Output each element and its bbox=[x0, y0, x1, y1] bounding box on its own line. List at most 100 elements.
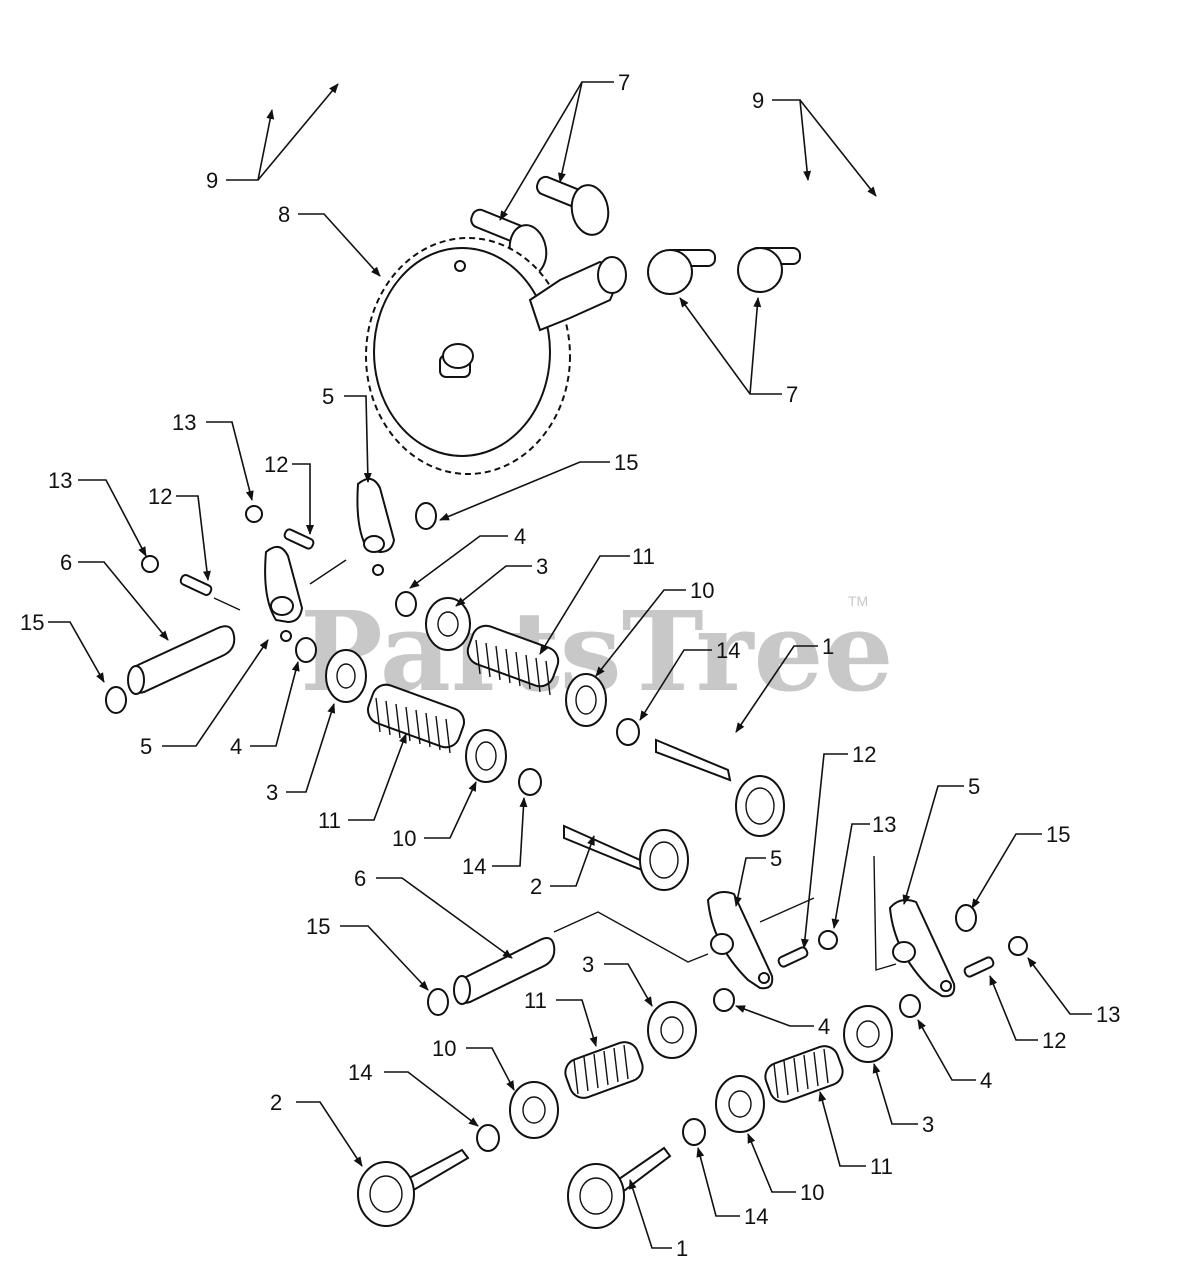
callout-label: 11 bbox=[870, 1154, 893, 1179]
callout-label: 14 bbox=[462, 854, 486, 879]
callout-14-lower-b: 14 bbox=[696, 1147, 768, 1229]
callout-10-upper-a: 10 bbox=[595, 578, 714, 677]
callout-6-lower: 6 bbox=[354, 866, 513, 959]
callout-label: 10 bbox=[432, 1036, 456, 1061]
callout-label: 15 bbox=[1046, 822, 1070, 847]
callout-2-lower: 2 bbox=[270, 1090, 363, 1167]
callout-3-upper-b: 3 bbox=[266, 703, 336, 805]
callout-11-lower-b: 11 bbox=[818, 1091, 893, 1179]
callout-label: 15 bbox=[306, 914, 330, 939]
valve-spring-upper-a bbox=[466, 624, 560, 696]
camshaft-gear bbox=[365, 237, 627, 475]
callout-label: 11 bbox=[632, 544, 655, 569]
callout-label: 12 bbox=[264, 452, 288, 477]
rocker-shaft-lower bbox=[453, 937, 556, 1005]
callout-label: 2 bbox=[270, 1090, 282, 1115]
callout-label: 4 bbox=[980, 1068, 992, 1093]
callout-label: 10 bbox=[690, 578, 714, 603]
adjust-screw-upper bbox=[179, 528, 315, 596]
callout-label: 7 bbox=[618, 70, 630, 95]
callout-10-lower-a: 10 bbox=[432, 1036, 515, 1091]
callout-13-upper-b: 13 bbox=[48, 468, 147, 557]
callout-15-upper-a: 15 bbox=[439, 450, 638, 521]
nut-upper bbox=[141, 505, 263, 573]
callout-2-upper: 2 bbox=[530, 835, 595, 899]
callout-8: 8 bbox=[278, 202, 381, 277]
callout-label: 14 bbox=[716, 638, 740, 663]
callout-label: 13 bbox=[872, 812, 896, 837]
callout-15-lower-a: 15 bbox=[971, 822, 1070, 909]
callout-13-lower-a: 13 bbox=[831, 812, 896, 929]
callout-label: 4 bbox=[818, 1014, 830, 1039]
callout-15-lower-b: 15 bbox=[306, 914, 429, 991]
valve-spring-lower-a bbox=[564, 1041, 644, 1099]
callout-4-upper-a: 4 bbox=[409, 524, 526, 589]
retaining-clip-upper bbox=[105, 502, 437, 714]
tappet-upper-pair bbox=[470, 175, 610, 276]
valve-spring-lower-b bbox=[764, 1045, 844, 1103]
callout-label: 14 bbox=[744, 1204, 768, 1229]
callout-12-upper-a: 12 bbox=[264, 452, 314, 535]
callout-label: 4 bbox=[514, 524, 526, 549]
callout-14-upper-b: 14 bbox=[462, 797, 528, 879]
callout-11-lower-a: 11 bbox=[524, 988, 598, 1047]
callout-14-lower-a: 14 bbox=[348, 1060, 479, 1127]
callout-label: 11 bbox=[524, 988, 547, 1013]
rocker-arm-lower-b bbox=[888, 899, 956, 998]
callout-label: 7 bbox=[786, 382, 798, 407]
intake-valve-upper bbox=[655, 738, 785, 837]
callout-3-lower-a: 3 bbox=[582, 952, 653, 1007]
spring-retainer-upper bbox=[325, 597, 471, 703]
callout-label: 14 bbox=[348, 1060, 372, 1085]
callout-10-lower-b: 10 bbox=[747, 1133, 824, 1205]
callout-15-upper-b: 15 bbox=[20, 610, 105, 683]
callout-label: 13 bbox=[1096, 1002, 1120, 1027]
callout-label: 13 bbox=[48, 468, 72, 493]
valve-cap-lower bbox=[713, 988, 921, 1018]
callout-11-upper-a: 11 bbox=[539, 544, 655, 655]
callout-label: 9 bbox=[752, 88, 764, 113]
callout-9-left: 9 bbox=[206, 83, 339, 193]
washer-upper bbox=[465, 673, 607, 783]
valve-cap-upper bbox=[295, 591, 417, 663]
callout-label: 12 bbox=[148, 484, 172, 509]
callout-14-upper-a: 14 bbox=[639, 638, 740, 721]
rocker-arm-upper-b bbox=[264, 545, 304, 642]
callout-label: 5 bbox=[322, 384, 334, 409]
washer-lower bbox=[509, 1075, 765, 1139]
assembly-guide-lines bbox=[213, 559, 897, 971]
callout-label: 2 bbox=[530, 874, 542, 899]
callout-label: 10 bbox=[392, 826, 416, 851]
callout-1-lower: 1 bbox=[628, 1179, 688, 1261]
callout-label: 13 bbox=[172, 410, 196, 435]
callout-label: 8 bbox=[278, 202, 290, 227]
callout-6-upper: 6 bbox=[60, 550, 169, 641]
rocker-shaft-upper bbox=[127, 625, 236, 695]
callout-5-lower-a: 5 bbox=[733, 846, 782, 907]
callout-13-lower-b: 13 bbox=[1027, 957, 1120, 1027]
callout-12-lower-b: 12 bbox=[989, 975, 1066, 1053]
callout-label: 9 bbox=[206, 168, 218, 193]
valve-spring-upper-b bbox=[366, 683, 466, 754]
trademark-symbol: TM bbox=[848, 593, 868, 609]
callout-label: 5 bbox=[968, 774, 980, 799]
exhaust-valve-upper bbox=[563, 824, 689, 891]
adjust-screw-lower bbox=[777, 946, 995, 978]
rocker-arm-lower-a bbox=[706, 891, 774, 990]
callout-11-upper-b: 11 bbox=[318, 733, 407, 833]
exhaust-valve-lower bbox=[357, 1148, 470, 1227]
callout-4-lower-a: 4 bbox=[735, 1005, 830, 1039]
callout-label: 3 bbox=[266, 780, 278, 805]
callout-label: 3 bbox=[922, 1112, 934, 1137]
intake-valve-lower bbox=[567, 1146, 672, 1229]
valve-seal-upper bbox=[518, 718, 640, 796]
callout-1-upper: 1 bbox=[735, 634, 834, 733]
callout-12-lower-a: 12 bbox=[800, 742, 876, 949]
callout-5-upper-b: 5 bbox=[140, 639, 269, 759]
callout-label: 12 bbox=[1042, 1028, 1066, 1053]
callout-3-upper-a: 3 bbox=[455, 554, 548, 607]
callout-label: 12 bbox=[852, 742, 876, 767]
callout-label: 15 bbox=[614, 450, 638, 475]
callout-label: 11 bbox=[318, 808, 341, 833]
